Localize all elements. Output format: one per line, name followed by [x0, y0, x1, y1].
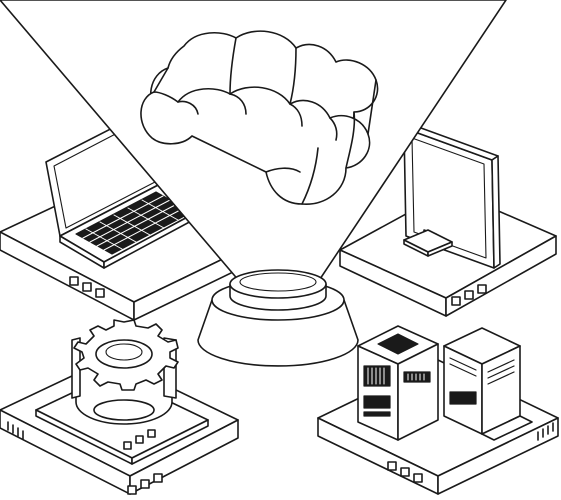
desktop-monitor-icon: [403, 123, 501, 269]
port-slots-inner: [123, 429, 156, 450]
port-slots: [451, 284, 487, 306]
cloud-icon: [140, 30, 379, 205]
port-slots: [127, 473, 163, 495]
server-vents: [363, 365, 431, 417]
vent-slots: [537, 422, 554, 441]
cloud-pedestal: [197, 269, 359, 367]
server-vents: [449, 357, 515, 405]
vent-slots: [7, 421, 24, 440]
gear-icon: [71, 319, 179, 425]
server-rack-icon: [357, 325, 533, 441]
port-slots: [387, 461, 423, 483]
port-slots: [69, 276, 105, 298]
